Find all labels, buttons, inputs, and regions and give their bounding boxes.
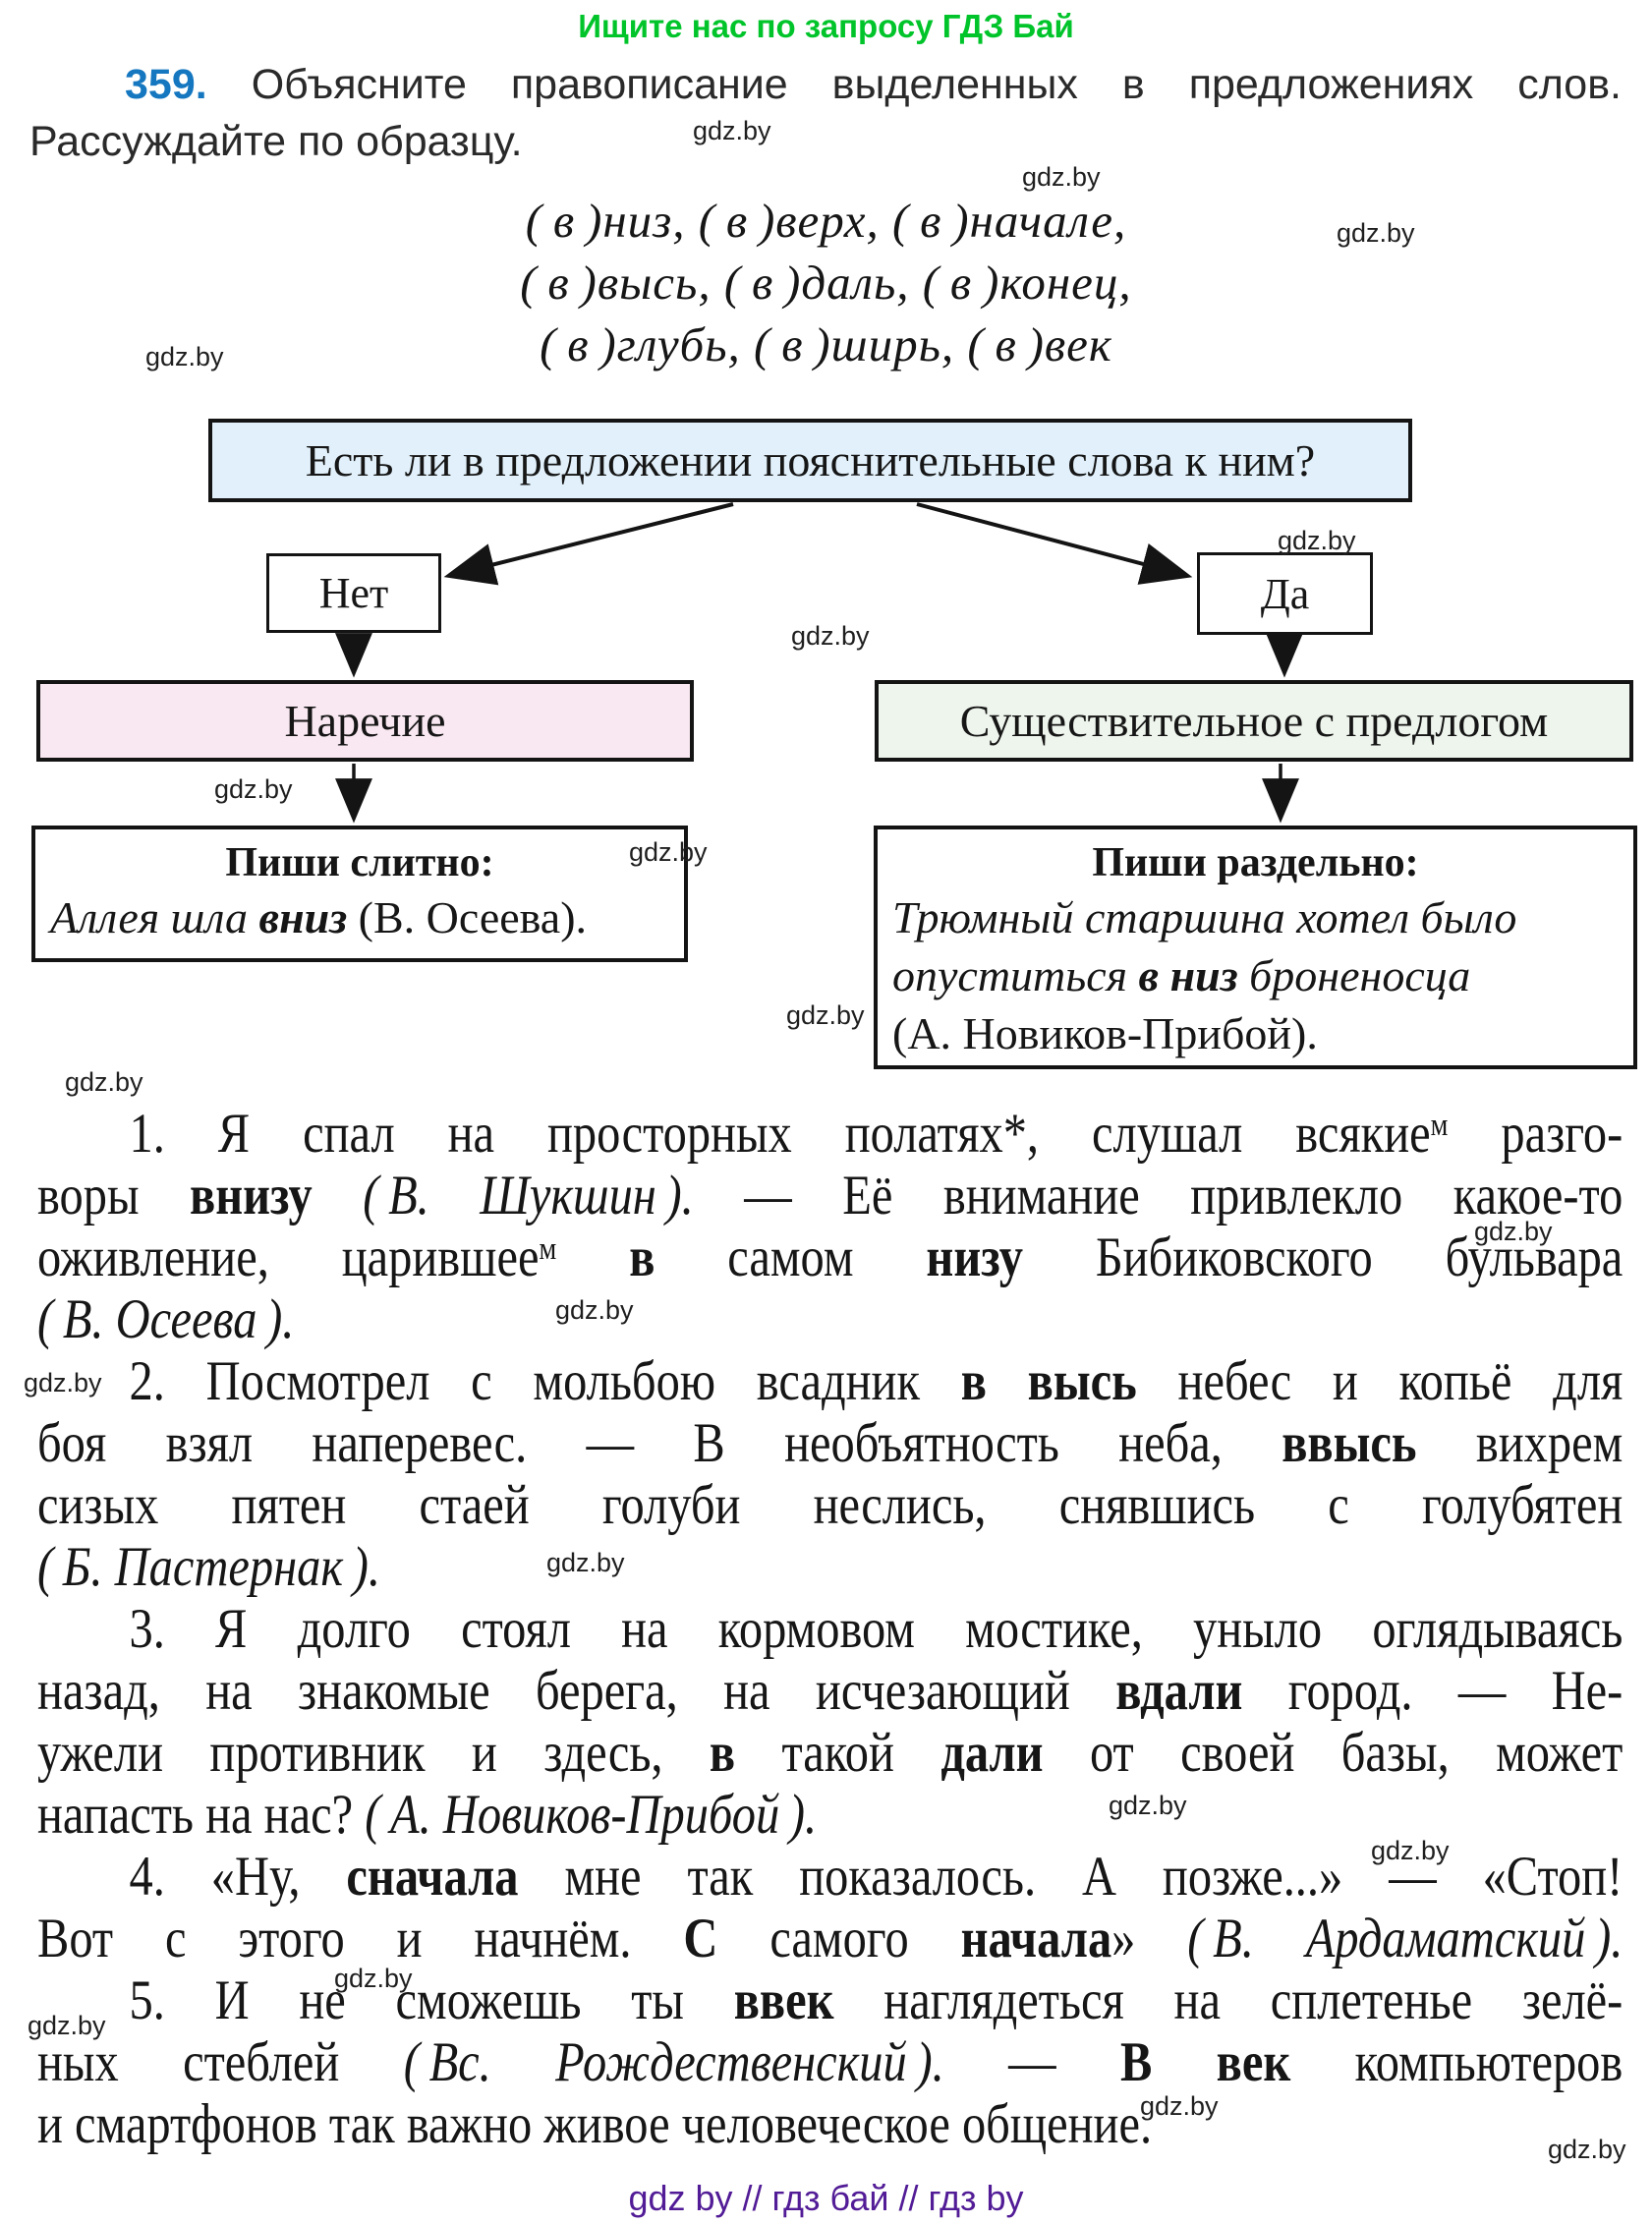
sentence-line: ужели противник и здесь, в такой дали от… [37,1722,1624,1784]
flowchart-adverb-box: Наречие [36,680,694,762]
write-together-title: Пиши слитно: [225,840,494,885]
sentence-line: воры внизу ( В. Шукшин ). — Её внимание … [37,1165,1624,1226]
sentence-line: ( В. Осеева ). [37,1288,295,1350]
gdzby-watermark: gdz.by [28,2011,106,2040]
footer-site-links: gdz by // гдз бай // гдз by [628,2178,1024,2218]
write-separately-example-line: Трюмный старшина хотел было [892,892,1517,942]
sentence-line: 2. Посмотрел с мольбою всадник в высь не… [129,1350,1624,1412]
sentence-5: 5. И не сможешь ты ввек наглядеться на с… [37,1969,1624,2155]
gdzby-watermark: gdz.by [555,1295,634,1325]
exercise-task-line-2: Рассуждайте по образцу. [29,118,523,165]
write-together-box: Пиши слитно: Аллея шла вниз (В. Осеева). [31,826,688,962]
gdzby-watermark: gdz.by [24,1368,102,1397]
gdzby-watermark: gdz.by [1371,1836,1450,1865]
sentence-line: 4. «Ну, сначала мне так показалось. А по… [129,1846,1624,1908]
gdzby-watermark: gdz.by [214,774,293,804]
gdzby-watermark: gdz.by [546,1548,625,1577]
sentence-line: оживление, царившеем в самом низу Бибико… [37,1226,1624,1288]
sentence-line: 3. Я долго стоял на кормовом мостике, ун… [129,1598,1624,1660]
word-list-line-3: ( в )глубь, ( в )ширь, ( в )век [540,317,1112,371]
write-separately-example-line: опуститься в низ броненосца [892,950,1471,1000]
flowchart-no-label: Нет [318,569,389,617]
gdzby-watermark: gdz.by [693,116,771,145]
sentence-line: напасть на нас? ( А. Новиков-Прибой ). [37,1784,818,1846]
gdzby-watermark: gdz.by [1548,2135,1626,2164]
gdzby-watermark: gdz.by [629,837,708,867]
sentence-3: 3. Я долго стоял на кормовом мостике, ун… [37,1598,1624,1846]
word-list-line-2: ( в )высь, ( в )даль, ( в )конец, [520,256,1132,310]
sentence-line: ных стеблей ( Вс. Рождественский ). — В … [37,2031,1624,2093]
flowchart-no-box: Нет [266,553,441,633]
sentences-block: 1. Я спал на просторных полатях*, слушал… [37,1103,1624,2155]
flowchart-yes-box: Да [1197,552,1373,635]
sentence-4: 4. «Ну, сначала мне так показалось. А по… [37,1846,1624,1969]
flowchart-noun-label: Существительное с предлогом [959,696,1549,746]
sentence-line: и смартфонов так важно живое человеческо… [37,2093,1153,2155]
sentence-2: 2. Посмотрел с мольбою всадник в высь не… [37,1350,1624,1598]
gdzby-watermark: gdz.by [786,1000,865,1030]
sentence-line: 5. И не сможешь ты ввек наглядеться на с… [129,1969,1624,2031]
flowchart-adverb-label: Наречие [284,696,446,746]
gdzby-watermark: gdz.by [1140,2091,1219,2121]
flowchart-question-box: Есть ли в предложении пояснительные слов… [208,419,1412,502]
gdzby-watermark: gdz.by [1474,1217,1553,1246]
gdzby-watermark: gdz.by [1022,162,1101,192]
flowchart-question-text: Есть ли в предложении пояснительные слов… [305,435,1316,485]
sentence-line: ( Б. Пастернак ). [37,1536,380,1598]
gdzby-watermark: gdz.by [1278,526,1356,555]
gdzby-watermark: gdz.by [334,1964,413,1993]
write-separately-title: Пиши раздельно: [1092,840,1419,885]
sentence-1: 1. Я спал на просторных полатях*, слушал… [37,1103,1624,1350]
gdzby-watermark: gdz.by [65,1067,143,1097]
gdzby-watermark: gdz.by [145,342,224,371]
exercise-task-line-1: 359. Объясните правописание выделенных в… [125,61,1622,108]
sentence-line: Вот с этого и начнём. С самого начала» (… [37,1908,1624,1969]
sentence-line: 1. Я спал на просторных полатях*, слушал… [129,1103,1624,1165]
write-together-example: Аллея шла вниз (В. Осеева). [50,892,588,942]
gdzby-watermark: gdz.by [791,621,870,651]
gdzby-watermark: gdz.by [1109,1791,1187,1820]
flowchart-yes-label: Да [1260,569,1310,618]
sentence-line: сизых пятен стаей голуби неслись, снявши… [37,1474,1624,1536]
sentence-line: назад, на знакомые берега, на исчезающий… [37,1660,1624,1722]
write-separately-example-line: (А. Новиков-Прибой). [892,1008,1318,1058]
word-list-line-1: ( в )низ, ( в )верх, ( в )начале, [525,194,1127,248]
sentence-line: боя взял наперевес. — В необъятность неб… [37,1412,1624,1474]
flowchart-noun-box: Существительное с предлогом [875,680,1633,762]
write-separately-box: Пиши раздельно: Трюмный старшина хотел б… [874,826,1637,1069]
promo-banner: Ищите нас по запросу ГДЗ Бай [578,8,1074,44]
gdzby-watermark: gdz.by [1337,218,1415,248]
